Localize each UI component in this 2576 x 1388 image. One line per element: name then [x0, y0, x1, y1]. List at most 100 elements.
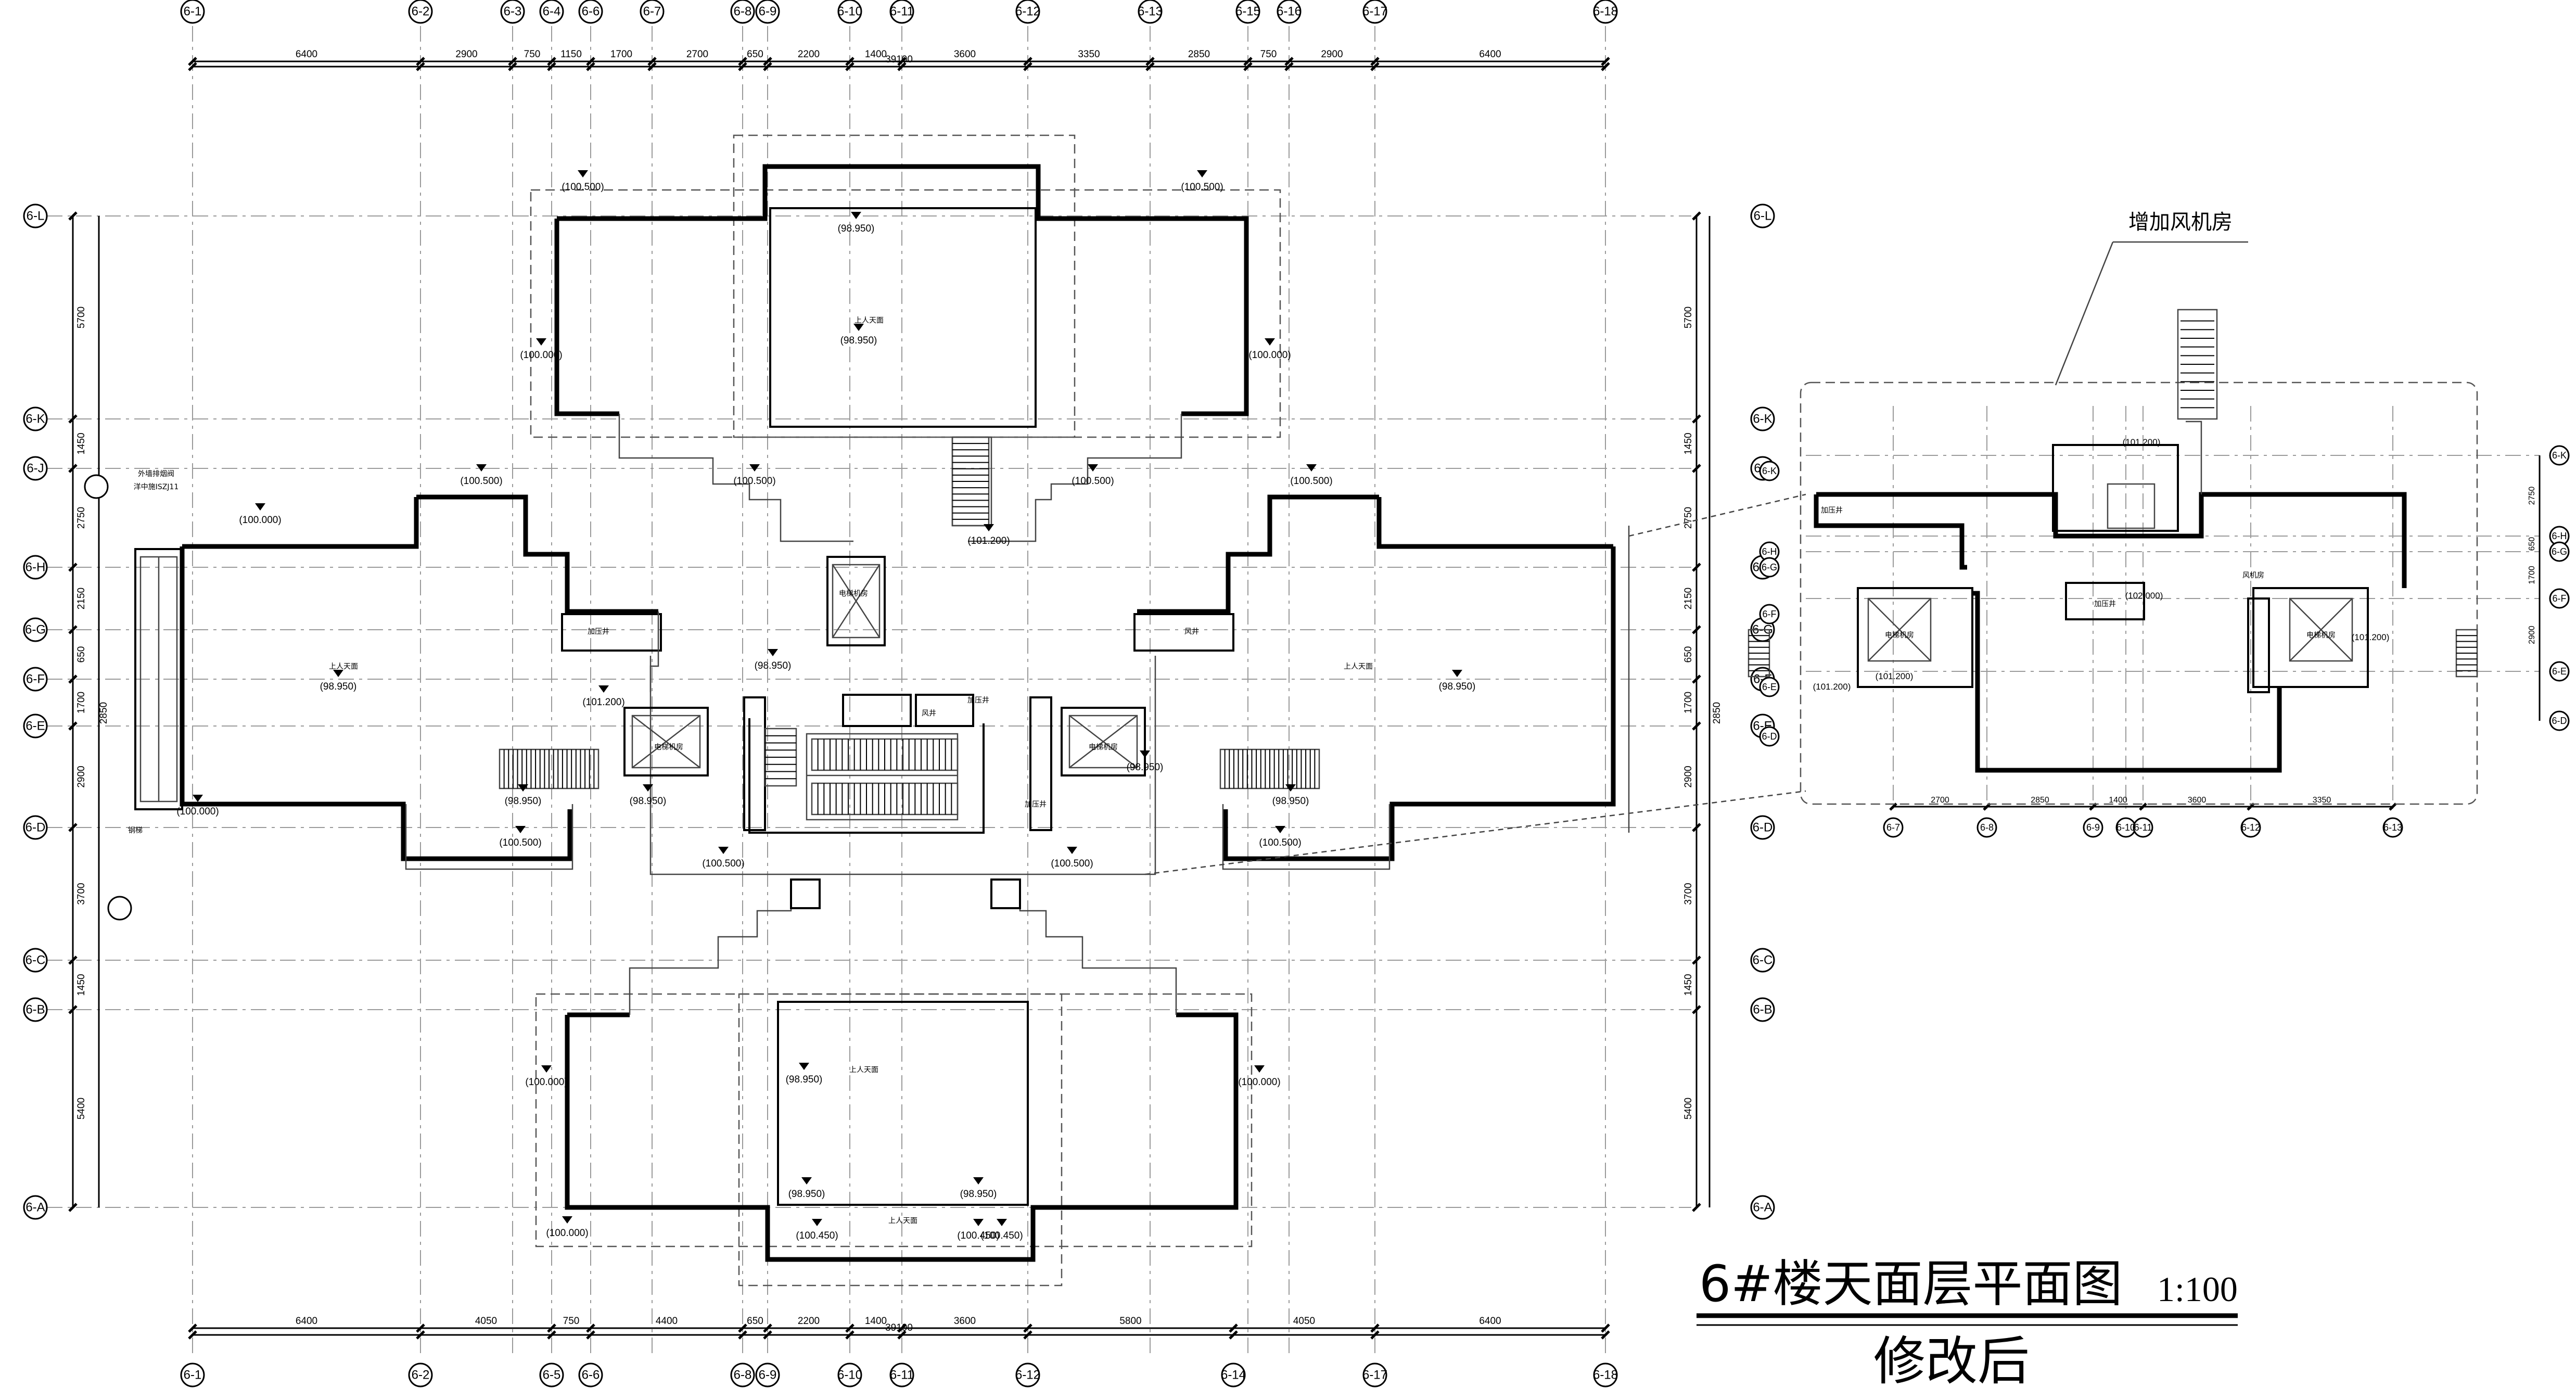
detail-axis-label: 6-E	[2552, 666, 2567, 677]
elevation-label: (100.450)	[980, 1230, 1023, 1241]
dimension-label: 650	[1683, 646, 1694, 663]
axis-bubble-right	[1750, 997, 1775, 1022]
dimension-label: 2900	[76, 766, 87, 787]
elevation-label: (101.200)	[582, 697, 624, 708]
detail-dimension-label: 2850	[2031, 796, 2049, 805]
dimension-label: 3350	[1078, 49, 1100, 60]
axis-label-bottom: 6-1	[184, 1368, 202, 1382]
axis-label-bottom: 6-12	[1015, 1368, 1040, 1382]
dimension-label: 6400	[296, 1316, 317, 1327]
axis-bubble-top	[1015, 0, 1040, 24]
elevation-label: (98.950)	[1439, 681, 1476, 692]
note-label: 钢梯	[128, 826, 143, 835]
axis-label-left: 6-K	[25, 412, 45, 426]
room-label: 加压井	[1025, 800, 1047, 809]
axis-label-top: 6-4	[543, 5, 561, 19]
dimension-label: 6400	[1479, 1316, 1501, 1327]
dimension-label: 2900	[1683, 766, 1694, 787]
axis-label-left: 6-D	[25, 821, 46, 835]
axis-bubble-top	[1235, 0, 1260, 24]
axis-bubble-bottom	[837, 1362, 862, 1387]
detail-room-label: 电梯机房	[2306, 631, 2336, 640]
dimension-label: 4050	[475, 1316, 497, 1327]
room-label: 上人天面	[329, 663, 358, 671]
dimension-label: 2750	[1683, 507, 1694, 529]
dimension-label: 2150	[76, 588, 87, 609]
detail-room-label: 风机房	[2242, 571, 2264, 580]
axis-label-right: 6-B	[1753, 1003, 1772, 1017]
elevation-label: (100.000)	[1248, 350, 1291, 361]
dimension-label: 3600	[954, 1316, 976, 1327]
axis-bubble-top	[755, 0, 780, 24]
detail-dimension-label: 1400	[2109, 796, 2127, 805]
dimension-label: 3700	[1683, 883, 1694, 905]
elevation-label: (101.200)	[967, 536, 1010, 546]
elevation-label: (100.450)	[796, 1230, 838, 1241]
detail-axis-label: 6-F	[2553, 593, 2567, 604]
dimension-label: 650	[747, 49, 763, 60]
axis-bubble-top	[1138, 0, 1163, 24]
axis-label-left: 6-H	[25, 561, 46, 575]
plan-labels: (100.000) (100.000) (100.000) (100.000) (98.…	[84, 170, 2389, 1241]
room-label: 加压井	[588, 628, 609, 636]
detail-axis-bubble	[2549, 541, 2570, 562]
axis-label-top: 6-6	[582, 5, 600, 19]
dimension-label: 2850	[98, 702, 109, 724]
detail-room-label: 电梯机房	[1885, 631, 1914, 640]
detail-axis-bubble	[2549, 588, 2570, 609]
note-label: 外墙排烟阀	[138, 470, 174, 478]
axis-label-bottom: 6-8	[734, 1368, 752, 1382]
detail-axis-label: 6-13	[2383, 822, 2402, 833]
axis-bubble-right	[1750, 203, 1775, 228]
detail-elevation-label: (101.200)	[2123, 437, 2161, 447]
dimension-label: 750	[524, 49, 541, 60]
dimension-label: 2700	[686, 49, 708, 60]
dimension-label: 2750	[76, 507, 87, 529]
main-plan	[134, 134, 1630, 1287]
dimension-label: 4400	[656, 1316, 678, 1327]
axis-label-left: 6-G	[25, 623, 46, 637]
detail-axis-label: 6-H	[1762, 546, 1777, 557]
axis-label-top: 6-11	[890, 5, 914, 19]
elevation-label: (98.950)	[755, 660, 792, 671]
detail-axis-label: 6-11	[2134, 822, 2152, 833]
detail-dimension-label: 3600	[2188, 796, 2207, 805]
elevation-label: (98.950)	[838, 223, 875, 234]
axis-bubble-left	[23, 815, 48, 840]
axis-bubble-top	[1277, 0, 1302, 24]
axis-bubble-left	[23, 555, 48, 580]
axis-bubble-left	[23, 714, 48, 738]
dimension-label: 1400	[865, 1316, 887, 1327]
detail-dimension-label: 2900	[2528, 626, 2536, 644]
elevation-label: (100.500)	[1051, 858, 1093, 869]
axis-bubble-right	[1750, 815, 1775, 840]
drawing-title: 6#楼天面层平面图	[1699, 1255, 2123, 1313]
detail-axis-bubble	[1759, 677, 1780, 697]
detail-dimension-label: 3350	[2313, 796, 2331, 805]
axis-label-left: 6-A	[25, 1201, 45, 1215]
detail-elevation-label: (101.200)	[1876, 671, 1914, 681]
elevation-label: (100.000)	[1238, 1077, 1280, 1088]
room-label: 上人天面	[888, 1217, 917, 1225]
dimension-total: 39100	[885, 54, 913, 65]
dimension-label: 2200	[798, 1316, 820, 1327]
axis-label-left: 6-J	[27, 462, 44, 476]
elevation-label: (100.500)	[1259, 837, 1301, 848]
dimension-label: 650	[747, 1316, 763, 1327]
elevation-label: (100.000)	[176, 806, 219, 817]
title-block: 6#楼天面层平面图 1:100 修改后	[1697, 1255, 2238, 1388]
axis-bubble-left	[23, 948, 48, 973]
elevation-label: (100.500)	[702, 858, 744, 869]
detail-axis-bubble	[1883, 817, 1904, 838]
elevation-label: (98.950)	[630, 796, 667, 807]
detail-axis-label: 6-G	[1762, 562, 1777, 572]
drawing-scale: 1:100	[2157, 1269, 2238, 1309]
detail-axis-label: 6-K	[1762, 466, 1777, 476]
detail-callout-bubble	[84, 474, 109, 499]
detail-dimension-label: 650	[2528, 537, 2536, 551]
room-label: 风井	[922, 709, 936, 718]
axis-bubble-left	[23, 667, 48, 692]
elevation-label: (100.000)	[525, 1077, 567, 1088]
detail-axis-bubble	[2549, 445, 2570, 466]
axis-bubble-bottom	[730, 1362, 755, 1387]
